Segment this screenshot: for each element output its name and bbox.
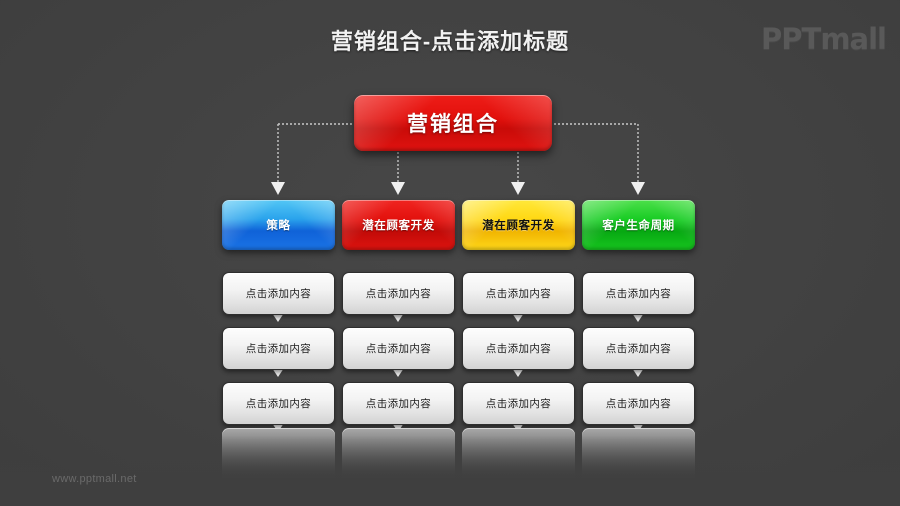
category-node-2-label: 潜在顾客开发 (362, 220, 435, 232)
content-cell-c4-r2-label: 点击添加内容 (605, 343, 672, 355)
arrowhead-top-4 (631, 182, 645, 195)
content-cell-c4-r3[interactable]: 点击添加内容 (582, 382, 695, 425)
content-cell-c1-r1[interactable]: 点击添加内容 (222, 272, 335, 315)
content-cell-c1-r3[interactable]: 点击添加内容 (222, 382, 335, 425)
content-cell-c2-r1[interactable]: 点击添加内容 (342, 272, 455, 315)
page-title: 营销组合-点击添加标题 (330, 29, 570, 54)
content-cell-c2-r1-label: 点击添加内容 (365, 288, 432, 300)
content-cell-c4-r1-label: 点击添加内容 (605, 288, 672, 300)
content-cell-c1-r3-label: 点击添加内容 (245, 398, 312, 410)
bottom-fade-mask (0, 436, 900, 506)
arrowhead-top-3 (511, 182, 525, 195)
content-cell-c3-r1-label: 点击添加内容 (485, 288, 552, 300)
brand-logo-text: PPTmall (761, 22, 887, 56)
content-cell-c1-r2[interactable]: 点击添加内容 (222, 327, 335, 370)
root-node[interactable]: 营销组合 (354, 95, 552, 151)
category-node-1-label: 策略 (266, 220, 291, 232)
content-cell-c1-r1-label: 点击添加内容 (245, 288, 312, 300)
brand-logo: PPTmall (761, 22, 887, 57)
category-node-1[interactable]: 策略 (222, 200, 335, 250)
category-node-2[interactable]: 潜在顾客开发 (342, 200, 455, 250)
category-node-4-label: 客户生命周期 (602, 220, 675, 232)
content-cell-c3-r3-label: 点击添加内容 (485, 398, 552, 410)
content-cell-c3-r3[interactable]: 点击添加内容 (462, 382, 575, 425)
content-cell-c3-r1[interactable]: 点击添加内容 (462, 272, 575, 315)
arrowhead-group-top (271, 182, 645, 195)
content-cell-c3-r2[interactable]: 点击添加内容 (462, 327, 575, 370)
category-node-4[interactable]: 客户生命周期 (582, 200, 695, 250)
content-cell-c2-r2-label: 点击添加内容 (365, 343, 432, 355)
root-node-label: 营销组合 (407, 113, 499, 136)
arrowhead-top-2 (391, 182, 405, 195)
content-cell-c4-r2[interactable]: 点击添加内容 (582, 327, 695, 370)
content-cell-c2-r3-label: 点击添加内容 (365, 398, 432, 410)
category-node-3-label: 潜在顾客开发 (482, 220, 555, 232)
content-cell-c1-r2-label: 点击添加内容 (245, 343, 312, 355)
arrowhead-top-1 (271, 182, 285, 195)
content-cell-c2-r2[interactable]: 点击添加内容 (342, 327, 455, 370)
content-cell-c3-r2-label: 点击添加内容 (485, 343, 552, 355)
content-cell-c4-r3-label: 点击添加内容 (605, 398, 672, 410)
category-node-3[interactable]: 潜在顾客开发 (462, 200, 575, 250)
footer-url: www.pptmall.net (52, 473, 137, 485)
content-cell-c2-r3[interactable]: 点击添加内容 (342, 382, 455, 425)
content-cell-c4-r1[interactable]: 点击添加内容 (582, 272, 695, 315)
